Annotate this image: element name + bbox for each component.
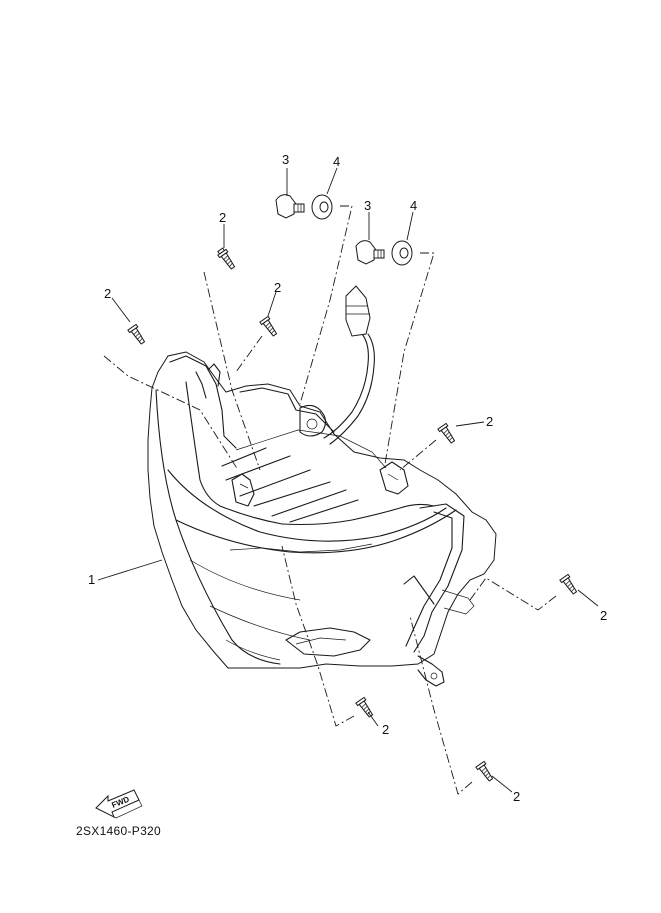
callout-number-2: 2 [486, 414, 493, 429]
callout-number-3: 3 [282, 152, 289, 167]
assembly-lines [103, 205, 557, 795]
callout-labels: 1 2 2 2 2 2 2 2 3 3 4 4 [88, 152, 607, 804]
screw-icon [127, 323, 146, 345]
collar-icon [275, 194, 305, 219]
callout-number-2: 2 [600, 608, 607, 623]
grommet-icon [391, 240, 413, 266]
callout-number-1: 1 [88, 572, 95, 587]
callout-number-3: 3 [364, 198, 371, 213]
drawing-code: 2SX1460-P320 [76, 824, 161, 838]
collar-icon [355, 240, 385, 265]
screw-icon [217, 247, 236, 270]
headlight-assembly [147, 285, 497, 687]
screw-icon [559, 573, 578, 595]
callout-number-2: 2 [219, 210, 226, 225]
screw-parts [127, 247, 578, 782]
callout-number-2: 2 [274, 280, 281, 295]
fwd-arrow-icon: FWD [95, 789, 143, 819]
callout-number-4: 4 [333, 154, 340, 169]
collar-and-grommet-parts [275, 194, 413, 266]
callout-leaders [97, 167, 599, 793]
grommet-icon [311, 194, 333, 220]
screw-icon [259, 315, 278, 337]
callout-number-2: 2 [104, 286, 111, 301]
screw-icon [475, 760, 494, 782]
callout-number-2: 2 [513, 789, 520, 804]
callout-number-2: 2 [382, 722, 389, 737]
callout-number-4: 4 [410, 198, 417, 213]
screw-icon [437, 422, 456, 444]
screw-icon [355, 696, 374, 718]
